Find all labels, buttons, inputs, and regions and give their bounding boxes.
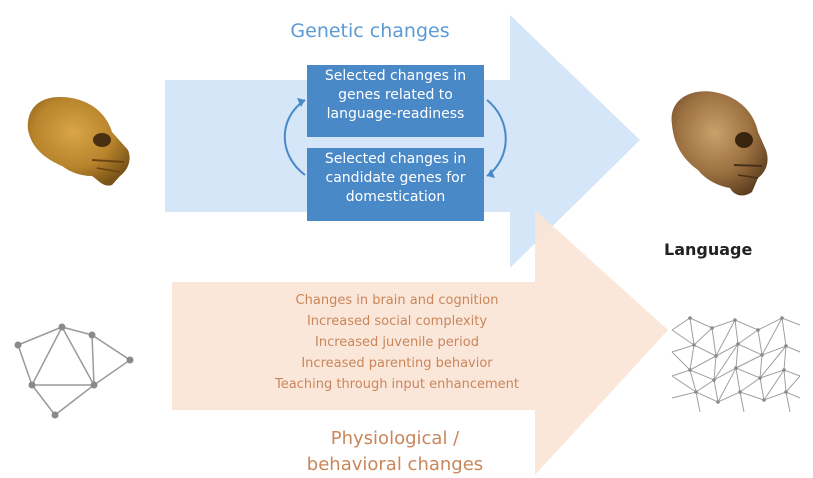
cycle-arrows-icon [283,98,507,178]
behavior-item: Increased juvenile period [315,335,479,350]
gene-box-line: Selected changes in [324,151,467,167]
physio-title-line: behavioral changes [306,454,484,475]
physio-title-line: Physiological / [330,428,460,449]
behavior-item: Increased parenting behavior [301,356,493,371]
behavior-item: Increased social complexity [306,314,488,329]
human-skull-icon [671,91,768,196]
physiological-changes-title: Physiological / behavioral changes [270,426,520,478]
physiological-arrow [172,210,668,475]
gene-box-line: language-readiness [326,106,465,122]
gene-box-line: candidate genes for [325,170,466,186]
gene-box-language-readiness: Selected changes in genes related to lan… [307,65,484,137]
language-label: Language [664,240,753,259]
behavior-item: Teaching through input enhancement [275,377,519,392]
gene-box-line: Selected changes in [324,68,467,84]
gene-box-domestication: Selected changes in candidate genes for … [307,148,484,221]
dense-network-icon [671,316,801,413]
behavior-item: Changes in brain and cognition [295,293,499,308]
sparse-network-icon [14,323,134,419]
genetic-changes-title: Genetic changes [290,20,450,42]
neanderthal-skull-icon [27,96,130,186]
genetic-arrow [165,15,640,268]
gene-box-line: domestication [345,189,446,205]
gene-box-line: genes related to [338,87,453,103]
behavior-list: Changes in brain and cognition Increased… [232,290,562,395]
